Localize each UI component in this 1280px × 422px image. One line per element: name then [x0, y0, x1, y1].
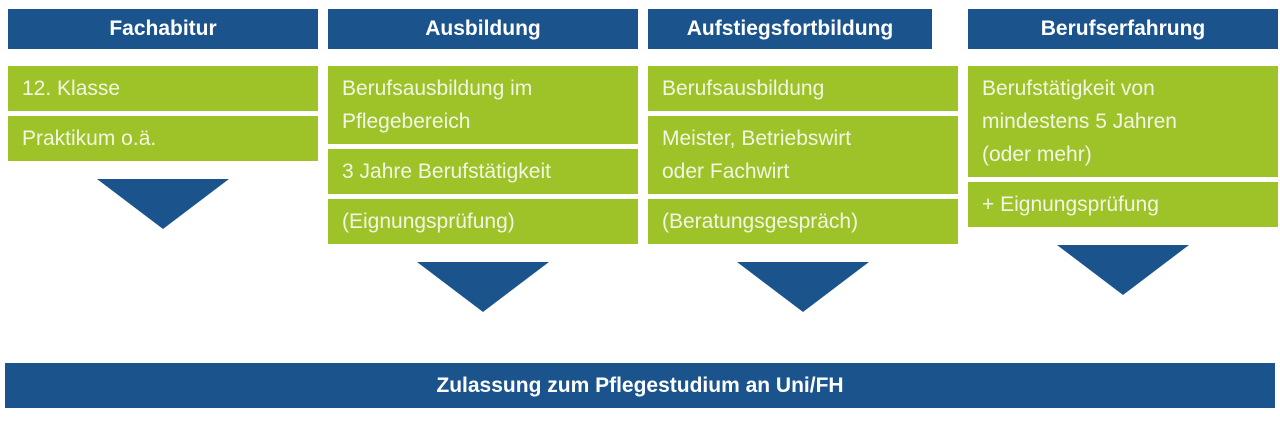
requirement-box: Meister, Betriebswirt oder Fachwirt	[648, 116, 958, 194]
column-ausbildung: Ausbildung Berufsausbildung im Pflegeber…	[328, 9, 638, 312]
column-header-fachabitur: Fachabitur	[8, 9, 318, 49]
requirement-box: Berufsausbildung im Pflegebereich	[328, 66, 638, 144]
requirement-box: Berufsausbildung	[648, 66, 958, 111]
down-arrow-icon	[1057, 245, 1189, 295]
down-arrow-icon	[97, 179, 229, 229]
pathway-columns: Fachabitur 12. Klasse Praktikum o.ä. Aus…	[8, 9, 1278, 312]
requirement-box: (Beratungsgespräch)	[648, 199, 958, 244]
requirement-box: 3 Jahre Berufstätigkeit	[328, 149, 638, 194]
requirement-box: Berufstätigkeit von mindestens 5 Jahren …	[968, 66, 1278, 177]
column-fachabitur: Fachabitur 12. Klasse Praktikum o.ä.	[8, 9, 318, 312]
column-aufstiegsfortbildung: Aufstiegsfortbildung Berufsausbildung Me…	[648, 9, 958, 312]
down-arrow-icon	[737, 262, 869, 312]
down-arrow-icon	[417, 262, 549, 312]
column-header-ausbildung: Ausbildung	[328, 9, 638, 49]
column-header-berufserfahrung: Berufserfahrung	[968, 9, 1278, 49]
requirement-box: (Eignungsprüfung)	[328, 199, 638, 244]
column-header-aufstiegsfortbildung: Aufstiegsfortbildung	[648, 9, 932, 49]
requirement-box: Praktikum o.ä.	[8, 116, 318, 161]
admission-banner: Zulassung zum Pflegestudium an Uni/FH	[5, 363, 1275, 408]
column-berufserfahrung: Berufserfahrung Berufstätigkeit von mind…	[968, 9, 1278, 312]
requirement-box: + Eignungsprüfung	[968, 182, 1278, 227]
requirement-box: 12. Klasse	[8, 66, 318, 111]
